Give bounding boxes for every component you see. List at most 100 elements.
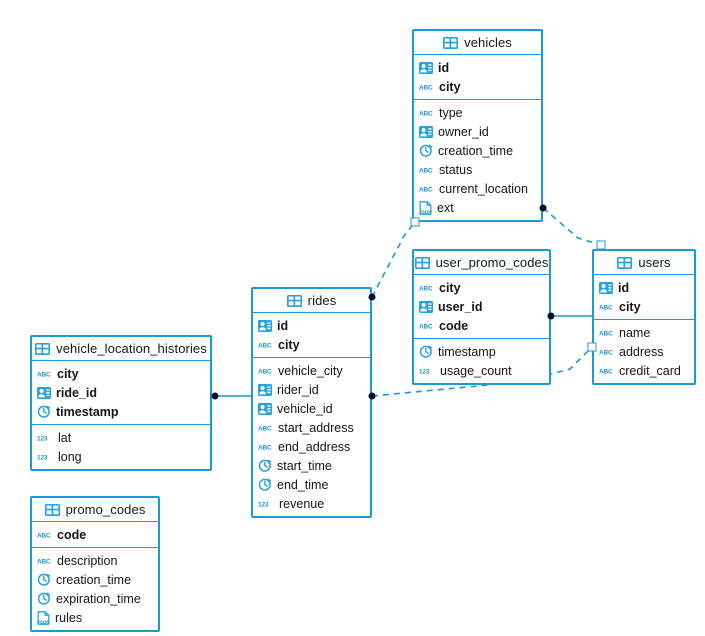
table-node-users[interactable]: users id ABC city ABC name ABC address A…	[592, 249, 696, 385]
primary-key-field-city[interactable]: ABC city	[32, 364, 210, 383]
column-field-credit_card[interactable]: ABC credit_card	[594, 361, 694, 380]
table-node-user_promo_codes[interactable]: user_promo_codes ABC city user_id ABC co…	[412, 249, 551, 385]
column-field-name[interactable]: ABC name	[594, 323, 694, 342]
column-field-revenue[interactable]: 123 revenue	[253, 494, 370, 513]
abc-string-icon: ABC	[258, 366, 273, 376]
key-person-icon	[258, 383, 272, 396]
column-field-description[interactable]: ABC description	[32, 551, 158, 570]
key-person-icon	[419, 61, 433, 74]
column-field-status[interactable]: ABC status	[414, 160, 541, 179]
table-header-users[interactable]: users	[594, 251, 694, 275]
primary-key-field-timestamp[interactable]: timestamp	[32, 402, 210, 421]
column-field-vehicle_id[interactable]: vehicle_id	[253, 399, 370, 418]
table-header-user_promo_codes[interactable]: user_promo_codes	[414, 251, 549, 275]
column-section: ABC vehicle_city rider_id vehicle_id ABC…	[253, 358, 370, 516]
field-label: city	[439, 79, 461, 94]
primary-key-field-id[interactable]: id	[253, 316, 370, 335]
column-field-start_address[interactable]: ABC start_address	[253, 418, 370, 437]
abc-string-icon: ABC	[419, 283, 434, 293]
primary-key-section: ABC city ride_id timestamp	[32, 361, 210, 425]
table-node-vehicles[interactable]: vehicles id ABC city ABC type owner_id	[412, 29, 543, 222]
svg-text:ABC: ABC	[599, 349, 613, 356]
field-label: city	[439, 280, 461, 295]
abc-string-icon: ABC	[419, 108, 434, 118]
table-node-rides[interactable]: rides id ABC city ABC vehicle_city rider…	[251, 287, 372, 518]
table-icon	[44, 503, 60, 516]
relationship-line-vehicles-users	[542, 207, 602, 246]
relationship-endpoint-dot-vehicles-rides[interactable]	[368, 293, 376, 301]
relationship-endpoint-square-vehicles-users[interactable]	[596, 240, 606, 250]
field-label: lat	[58, 430, 72, 445]
field-label: city	[57, 366, 79, 381]
field-label: start_time	[277, 458, 332, 473]
svg-text:ABC: ABC	[419, 323, 433, 330]
relationship-endpoint-dot-rides-users[interactable]	[368, 392, 376, 400]
column-section: ABC name ABC address ABC credit_card	[594, 320, 694, 383]
relationship-endpoint-dot-vehicle_location_histories-rides[interactable]	[211, 392, 219, 400]
field-label: code	[57, 527, 87, 542]
field-label: id	[438, 60, 450, 75]
table-header-promo_codes[interactable]: promo_codes	[32, 498, 158, 522]
table-header-vehicle_location_histories[interactable]: vehicle_location_histories	[32, 337, 210, 361]
primary-key-field-city[interactable]: ABC city	[414, 77, 541, 96]
column-field-timestamp[interactable]: timestamp	[414, 342, 549, 361]
field-label: creation_time	[56, 572, 132, 587]
column-field-usage_count[interactable]: 123 usage_count	[414, 361, 549, 380]
abc-string-icon: ABC	[258, 442, 273, 452]
column-field-start_time[interactable]: start_time	[253, 456, 370, 475]
table-icon	[286, 294, 302, 307]
relationship-endpoint-dot-vehicles-users[interactable]	[539, 204, 547, 212]
column-field-current_location[interactable]: ABC current_location	[414, 179, 541, 198]
primary-key-field-ride_id[interactable]: ride_id	[32, 383, 210, 402]
column-field-long[interactable]: 123 long	[32, 447, 210, 466]
relationship-endpoint-square-rides-users[interactable]	[587, 342, 597, 352]
abc-string-icon: ABC	[599, 347, 614, 357]
primary-key-field-id[interactable]: id	[594, 278, 694, 297]
primary-key-field-user_id[interactable]: user_id	[414, 297, 549, 316]
column-field-end_time[interactable]: end_time	[253, 475, 370, 494]
svg-text:ABC: ABC	[37, 532, 51, 539]
table-node-vehicle_location_histories[interactable]: vehicle_location_histories ABC city ride…	[30, 335, 212, 471]
field-label: revenue	[279, 496, 325, 511]
column-field-type[interactable]: ABC type	[414, 103, 541, 122]
relationship-endpoint-dot-user_promo_codes-users[interactable]	[547, 312, 555, 320]
table-node-promo_codes[interactable]: promo_codes ABC code ABC description cre…	[30, 496, 160, 632]
primary-key-field-code[interactable]: ABC code	[414, 316, 549, 335]
column-section: 123 lat 123 long	[32, 425, 210, 469]
column-field-rules[interactable]: JSON rules	[32, 608, 158, 627]
field-label: city	[619, 299, 641, 314]
svg-text:ABC: ABC	[419, 186, 433, 193]
primary-key-field-city[interactable]: ABC city	[414, 278, 549, 297]
clock-icon	[37, 592, 51, 605]
column-field-creation_time[interactable]: creation_time	[414, 141, 541, 160]
svg-text:123: 123	[37, 454, 48, 461]
relationship-endpoint-square-vehicles-rides[interactable]	[410, 217, 420, 227]
field-label: start_address	[278, 420, 354, 435]
primary-key-field-city[interactable]: ABC city	[594, 297, 694, 316]
column-field-owner_id[interactable]: owner_id	[414, 122, 541, 141]
table-header-vehicles[interactable]: vehicles	[414, 31, 541, 55]
column-field-rider_id[interactable]: rider_id	[253, 380, 370, 399]
abc-string-icon: ABC	[419, 321, 434, 331]
column-field-expiration_time[interactable]: expiration_time	[32, 589, 158, 608]
field-label: creation_time	[438, 143, 514, 158]
column-field-ext[interactable]: JSON ext	[414, 198, 541, 217]
column-field-end_address[interactable]: ABC end_address	[253, 437, 370, 456]
primary-key-field-id[interactable]: id	[414, 58, 541, 77]
123-number-icon: 123	[419, 366, 435, 376]
field-label: vehicle_id	[277, 401, 333, 416]
field-label: credit_card	[619, 363, 681, 378]
column-field-address[interactable]: ABC address	[594, 342, 694, 361]
table-header-rides[interactable]: rides	[253, 289, 370, 313]
column-field-vehicle_city[interactable]: ABC vehicle_city	[253, 361, 370, 380]
123-number-icon: 123	[37, 452, 53, 462]
column-field-creation_time[interactable]: creation_time	[32, 570, 158, 589]
table-title: user_promo_codes	[435, 255, 549, 270]
primary-key-section: ABC code	[32, 522, 158, 548]
field-label: usage_count	[440, 363, 512, 378]
column-field-lat[interactable]: 123 lat	[32, 428, 210, 447]
primary-key-field-code[interactable]: ABC code	[32, 525, 158, 544]
123-number-icon: 123	[258, 499, 274, 509]
primary-key-field-city[interactable]: ABC city	[253, 335, 370, 354]
